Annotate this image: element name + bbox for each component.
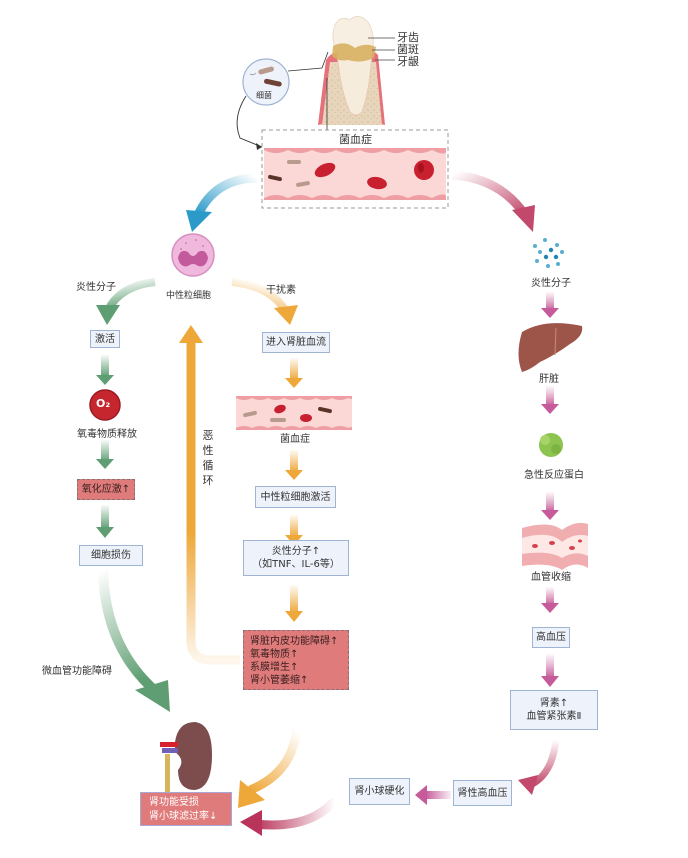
tooth-label: 牙齿 bbox=[397, 31, 419, 44]
oxidative-stress-box: 氧化应激↑ bbox=[77, 479, 135, 500]
superoxide-circle bbox=[89, 389, 121, 421]
bacteria-label: 细菌 bbox=[256, 91, 272, 100]
vicious-cycle-char: 恶 bbox=[202, 429, 214, 442]
inflammatory-line-2: （如TNF、IL-6等） bbox=[252, 559, 340, 570]
liver-label: 肝脏 bbox=[539, 374, 559, 385]
kidney-bacteremia-vessel-illustration bbox=[236, 396, 352, 430]
interferon-label: 干扰素 bbox=[266, 285, 296, 296]
effect-item: 肾小管萎缩↑ bbox=[250, 675, 309, 686]
vicious-cycle-char: 性 bbox=[202, 444, 214, 457]
effect-item: 氧毒物质↑ bbox=[250, 649, 299, 660]
renin-line-2: 血管紧张素Ⅱ bbox=[526, 711, 582, 722]
vicious-cycle-label: 恶 性 循 环 bbox=[202, 428, 214, 488]
cell-damage-box: 细胞损伤 bbox=[79, 545, 143, 566]
oxygen-release-label: 氧毒物质释放 bbox=[77, 429, 137, 440]
kidney-function-box: 肾功能受损 肾小球滤过率↓ bbox=[140, 792, 232, 826]
liver-illustration bbox=[518, 323, 583, 372]
right-inflammatory-label: 炎性分子 bbox=[531, 278, 571, 289]
neutrophil-activation-box: 中性粒细胞激活 bbox=[255, 486, 336, 508]
vicious-cycle-char: 循 bbox=[202, 459, 214, 472]
effect-item: 肾脏内皮功能障碍↑ bbox=[250, 636, 339, 647]
kidney-function-line-2: 肾小球滤过率↓ bbox=[149, 811, 218, 822]
vasoconstriction-label: 血管收缩 bbox=[531, 572, 571, 583]
tooth-illustration bbox=[236, 16, 395, 150]
constricted-vessel-illustration bbox=[522, 522, 588, 570]
enter-kidney-box: 进入肾脏血流 bbox=[262, 332, 330, 353]
left-inflammatory-label: 炎性分子 bbox=[76, 282, 116, 293]
kidney-illustration bbox=[160, 722, 212, 792]
renal-hypertension-box: 肾性高血压 bbox=[453, 780, 512, 806]
microvascular-label: 微血管功能障碍 bbox=[42, 666, 112, 677]
renin-box: 肾素↑ 血管紧张素Ⅱ bbox=[510, 690, 598, 730]
inflammatory-molecules-box: 炎性分子↑ （如TNF、IL-6等） bbox=[243, 540, 349, 576]
renin-line-1: 肾素↑ bbox=[539, 698, 569, 709]
o2-icon: O₂ bbox=[96, 397, 111, 410]
activate-box: 激活 bbox=[90, 330, 120, 348]
acute-protein-label: 急性反应蛋白 bbox=[524, 470, 584, 481]
inflammatory-molecules-illustration bbox=[533, 238, 564, 268]
inflammatory-line-1: 炎性分子↑ bbox=[271, 546, 321, 557]
vicious-cycle-char: 环 bbox=[202, 474, 214, 487]
neutrophil-label: 中性粒细胞 bbox=[166, 291, 212, 301]
blue-arrowhead bbox=[186, 210, 212, 232]
bacteremia-title: 菌血症 bbox=[339, 133, 372, 146]
kidney-function-line-1: 肾功能受损 bbox=[149, 797, 199, 808]
bacteremia-vessel-illustration bbox=[261, 129, 449, 209]
kidney-bacteremia-label: 菌血症 bbox=[280, 434, 310, 445]
plaque-label: 菌斑 bbox=[397, 43, 419, 56]
acute-phase-protein-illustration bbox=[539, 433, 563, 457]
hypertension-box: 高血压 bbox=[532, 627, 570, 648]
gum-label: 牙龈 bbox=[397, 55, 419, 68]
glomerulosclerosis-box: 肾小球硬化 bbox=[349, 778, 410, 805]
effect-item: 系膜增生↑ bbox=[250, 662, 299, 673]
kidney-effects-box: 肾脏内皮功能障碍↑ 氧毒物质↑ 系膜增生↑ 肾小管萎缩↑ bbox=[243, 630, 349, 690]
neutrophil-illustration bbox=[171, 233, 215, 277]
